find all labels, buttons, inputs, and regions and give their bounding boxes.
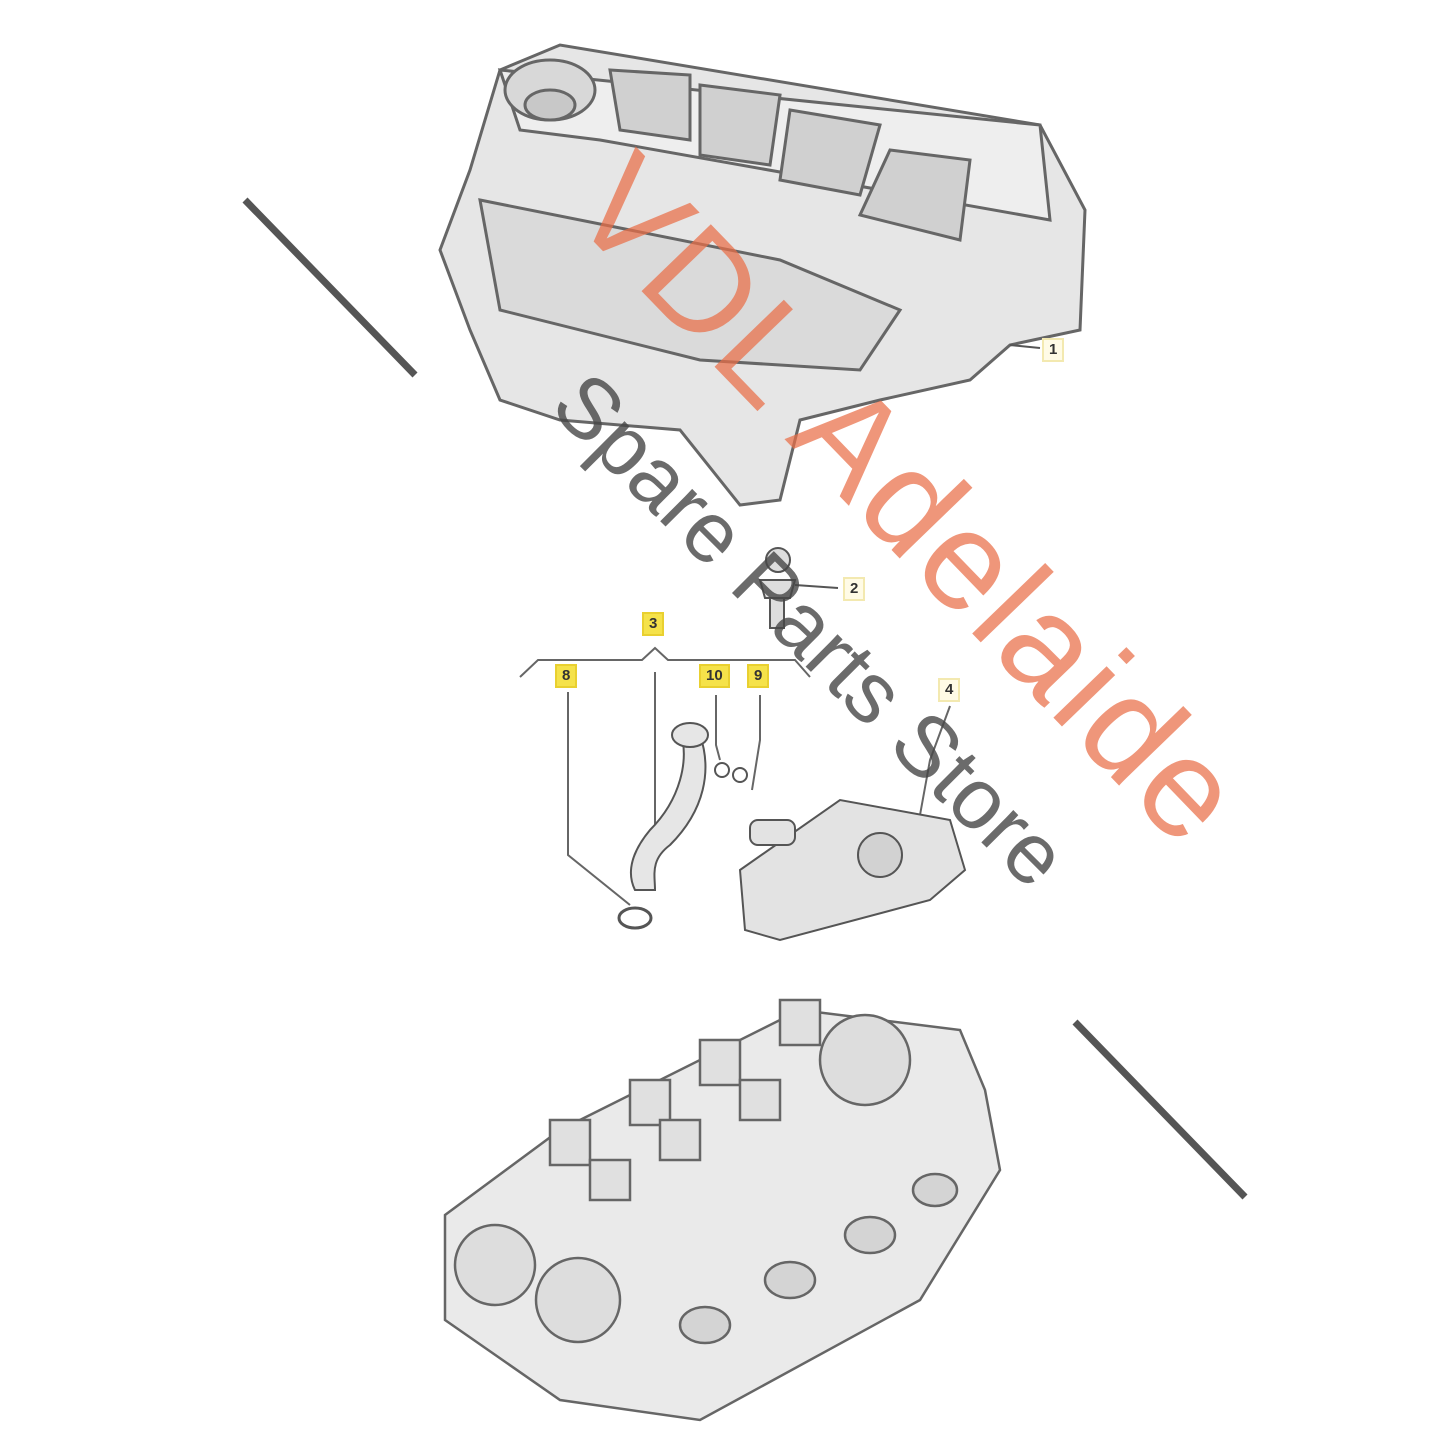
cylinder-head-part xyxy=(443,998,1002,1422)
callout-2[interactable]: 2 xyxy=(843,577,866,601)
callout-8[interactable]: 8 xyxy=(555,664,578,688)
engine-cover-part xyxy=(438,43,1087,507)
callout-3[interactable]: 3 xyxy=(642,612,665,636)
callout-9[interactable]: 9 xyxy=(747,664,770,688)
callout-leaders xyxy=(519,646,951,906)
decor-line-bottom xyxy=(1072,1019,1248,1200)
decor-line-top xyxy=(242,197,418,378)
callout-10[interactable]: 10 xyxy=(699,664,730,688)
hose-part xyxy=(617,722,748,930)
bolt-part xyxy=(758,547,839,629)
oil-separator-part xyxy=(738,798,967,942)
callout-1[interactable]: 1 xyxy=(1042,338,1065,362)
callout-4[interactable]: 4 xyxy=(938,678,961,702)
